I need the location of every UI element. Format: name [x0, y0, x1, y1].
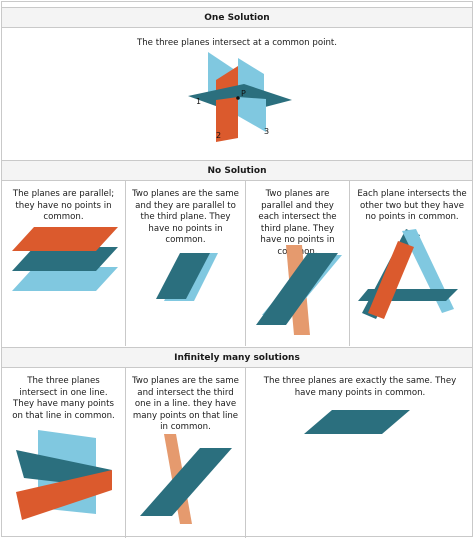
plane-label-3: 3: [264, 127, 269, 136]
two-parallel-one-intersecting-figure: [256, 245, 342, 335]
section-header-infinitely-many: Infinitely many solutions: [2, 347, 472, 368]
same-planes-intersecting-third-figure: [140, 434, 232, 524]
plane-label-1: 1: [196, 97, 201, 106]
caption-pairwise: Each plane intersects the other two but …: [357, 189, 467, 222]
plane-3-front: [238, 97, 266, 132]
point-p: [236, 96, 240, 100]
plane-top: [12, 227, 118, 251]
plane-same: [156, 253, 210, 299]
planes-common-line-figure: [16, 430, 112, 520]
no-solution-cell-3: Two planes are parallel and they each in…: [246, 181, 350, 346]
plane-teal: [140, 448, 232, 516]
plane-orange: [368, 241, 414, 319]
plane-label-2: 2: [216, 131, 221, 140]
caption-common-point: The three planes intersect at a common p…: [136, 38, 338, 48]
three-planes-point-figure: P 1 2 3: [188, 52, 292, 142]
same-and-parallel-planes-figure: [156, 253, 218, 301]
plane-parallel-front: [256, 253, 338, 325]
point-label-p: P: [241, 89, 246, 98]
no-solution-cell-1: The planes are parallel; they have no po…: [2, 181, 126, 346]
section-header-no-solution: No Solution: [2, 160, 472, 181]
plane-middle: [12, 247, 118, 271]
section-header-one-solution: One Solution: [2, 7, 472, 28]
no-solution-cell-2: Two planes are the same and they are par…: [126, 181, 246, 346]
plane-horizontal: [358, 289, 458, 301]
caption-same-and-third: Two planes are the same and intersect th…: [132, 376, 239, 432]
plane-identical: [304, 410, 410, 434]
plane-2-front: [216, 97, 238, 142]
many-solutions-cell-1: The three planes intersect in one line. …: [2, 368, 126, 538]
many-solutions-cell-2: Two planes are the same and intersect th…: [126, 368, 246, 538]
three-parallel-planes-figure: [12, 227, 118, 291]
identical-planes-figure: [304, 410, 410, 434]
many-solutions-cell-3: The three planes are exactly the same. T…: [246, 368, 474, 538]
caption-parallel: The planes are parallel; they have no po…: [12, 189, 115, 222]
caption-same-planes: The three planes are exactly the same. T…: [263, 376, 457, 398]
plane-bottom: [12, 267, 118, 291]
plane-orange: [16, 470, 112, 520]
caption-one-line: The three planes intersect in one line. …: [12, 376, 115, 421]
no-solution-cell-4: Each plane intersects the other two but …: [350, 181, 474, 346]
caption-same-parallel: Two planes are the same and they are par…: [132, 189, 239, 245]
pairwise-intersecting-planes-figure: [358, 229, 458, 319]
